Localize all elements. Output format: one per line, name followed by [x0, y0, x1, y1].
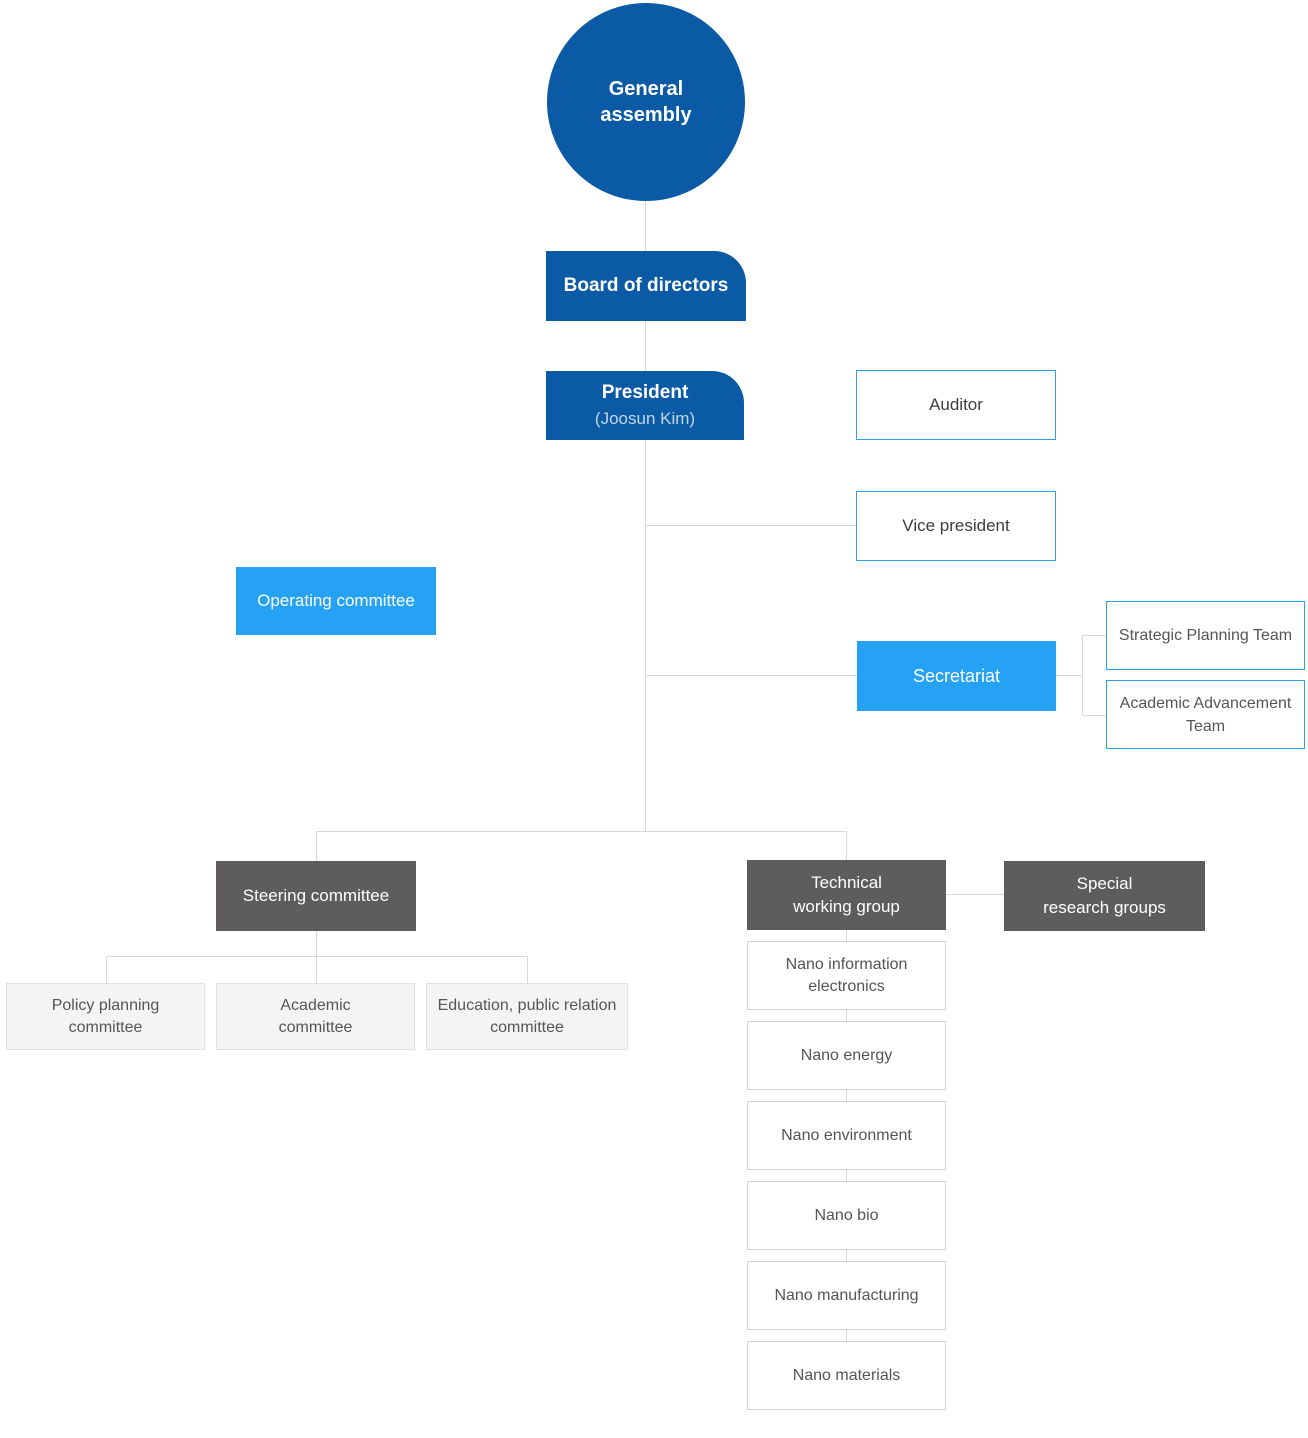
policy-planning-committee-label-line1: Policy planning: [51, 996, 160, 1014]
connector-nano-1-2: [846, 1010, 847, 1021]
connector-secretariat-bracket-vertical: [1082, 635, 1083, 716]
connector-academic-advancement-stub: [1082, 715, 1106, 716]
connector-nano-3-4: [846, 1170, 847, 1181]
node-nano-bio: Nano bio: [747, 1181, 946, 1250]
connector-twg-nano-1: [846, 930, 847, 941]
nano-environment-label: Nano environment: [781, 1126, 912, 1144]
academic-committee-label-line2: committee: [278, 1018, 353, 1036]
connector-education-drop: [527, 956, 528, 983]
connector-nano-2-3: [846, 1090, 847, 1101]
special-research-groups-label-line1: Special: [1076, 874, 1133, 893]
general-assembly-label-line1: General: [608, 78, 684, 100]
node-auditor: Auditor: [856, 370, 1056, 440]
node-board-of-directors: Board of directors: [546, 251, 746, 321]
technical-working-group-label-line2: working group: [793, 897, 900, 916]
special-research-groups-label-line2: research groups: [1043, 898, 1166, 917]
auditor-label: Auditor: [929, 395, 983, 414]
connector-vice-president: [646, 525, 856, 526]
node-nano-information-electronics: Nano information electronics: [747, 941, 946, 1010]
node-special-research-groups: Special research groups: [1004, 861, 1205, 931]
nano-manufacturing-label: Nano manufacturing: [774, 1286, 919, 1304]
connector-assembly-board: [645, 201, 646, 251]
connector-president-main-vertical: [645, 440, 646, 831]
connector-nano-4-5: [846, 1250, 847, 1261]
connector-secretariat-bracket-in: [1056, 675, 1082, 676]
education-pr-committee-label-line1: Education, public relation: [437, 996, 617, 1014]
academic-advancement-team-label: Academic Advancement Team: [1119, 694, 1292, 735]
general-assembly-label-line2: assembly: [600, 104, 692, 126]
node-policy-planning-committee: Policy planning committee: [6, 983, 205, 1050]
academic-committee-label-line1: Academic: [280, 996, 351, 1014]
nano-bio-label: Nano bio: [814, 1206, 879, 1224]
node-secretariat: Secretariat: [857, 641, 1056, 711]
president-subtitle: (Joosun Kim): [594, 408, 696, 428]
connector-twg-srg: [946, 894, 1004, 895]
policy-planning-committee-label-line2: committee: [68, 1018, 143, 1036]
connector-strategic-planning-stub: [1082, 635, 1106, 636]
board-of-directors-label: Board of directors: [563, 275, 729, 296]
operating-committee-label: Operating committee: [257, 591, 415, 610]
node-education-pr-committee: Education, public relation committee: [426, 983, 628, 1050]
node-president: President (Joosun Kim): [546, 371, 744, 440]
connector-branch-horizontal: [316, 831, 847, 832]
node-nano-materials: Nano materials: [747, 1341, 946, 1410]
vice-president-label: Vice president: [902, 516, 1010, 535]
node-general-assembly: General assembly: [547, 3, 745, 201]
node-steering-committee: Steering committee: [216, 861, 416, 931]
steering-committee-label: Steering committee: [242, 886, 390, 905]
node-vice-president: Vice president: [856, 491, 1056, 561]
connector-board-president: [645, 321, 646, 371]
nano-information-electronics-label: Nano information electronics: [785, 955, 908, 995]
connector-branch-right-drop: [846, 831, 847, 860]
node-nano-manufacturing: Nano manufacturing: [747, 1261, 946, 1330]
node-strategic-planning-team: Strategic Planning Team: [1106, 601, 1305, 670]
connector-secretariat: [646, 675, 857, 676]
education-pr-committee-label-line2: committee: [490, 1018, 564, 1036]
node-academic-advancement-team: Academic Advancement Team: [1106, 680, 1305, 749]
technical-working-group-label-line1: Technical: [811, 873, 882, 892]
nano-energy-label: Nano energy: [800, 1046, 893, 1064]
node-nano-energy: Nano energy: [747, 1021, 946, 1090]
connector-nano-5-6: [846, 1330, 847, 1341]
node-operating-committee: Operating committee: [236, 567, 436, 635]
node-nano-environment: Nano environment: [747, 1101, 946, 1170]
connector-policy-drop: [106, 956, 107, 983]
connector-steering-drop: [316, 931, 317, 956]
connector-academic-drop: [316, 956, 317, 983]
secretariat-label: Secretariat: [912, 665, 1001, 686]
connector-branch-left-drop: [316, 831, 317, 861]
node-technical-working-group: Technical working group: [747, 860, 946, 930]
nano-materials-label: Nano materials: [792, 1366, 901, 1384]
node-academic-committee: Academic committee: [216, 983, 415, 1050]
strategic-planning-team-label: Strategic Planning Team: [1118, 627, 1293, 644]
president-title: President: [601, 381, 689, 403]
